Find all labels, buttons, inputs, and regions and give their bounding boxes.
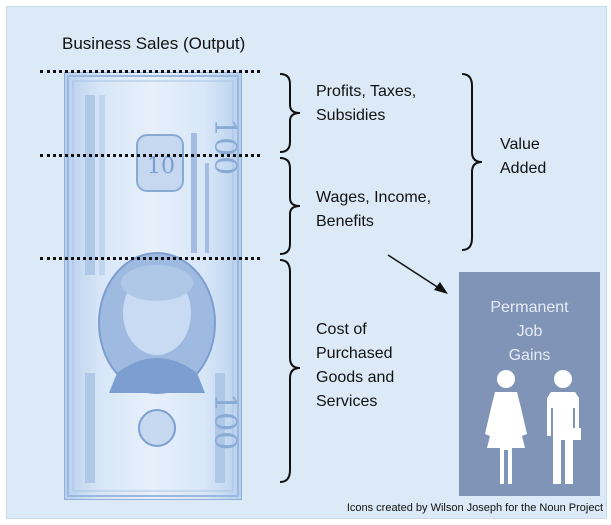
costs-label: Cost of Purchased Goods and Services <box>316 321 395 410</box>
top-dotted-line <box>40 70 260 73</box>
wages-label: Wages, Income, Benefits <box>316 189 432 230</box>
svg-text:100: 100 <box>207 118 241 175</box>
costs-brace <box>279 259 301 483</box>
value-added-brace <box>461 73 483 251</box>
profits-brace <box>279 73 301 153</box>
svg-text:10: 10 <box>147 154 175 179</box>
hundred-dollar-bill: 100 10 100 <box>64 72 242 500</box>
svg-text:100: 100 <box>207 393 241 450</box>
icon-credit: Icons created by Wilson Joseph for the N… <box>346 502 603 514</box>
wages-brace <box>279 157 301 255</box>
job-gains-box: Permanent Job Gains <box>459 272 600 496</box>
woman-icon <box>485 370 527 484</box>
profits-label: Profits, Taxes, Subsidies <box>316 83 417 124</box>
arrow-icon <box>387 254 448 294</box>
bottom-dotted-line <box>40 257 260 260</box>
diagram-title: Business Sales (Output) <box>62 34 246 53</box>
job-gains-line-3: Gains <box>508 347 551 364</box>
job-gains-line-1: Permanent <box>490 299 569 316</box>
middle-dotted-line <box>40 154 260 157</box>
man-icon <box>547 370 581 484</box>
value-added-label: Value Added <box>500 136 547 177</box>
job-gains-line-2: Job <box>516 323 543 340</box>
